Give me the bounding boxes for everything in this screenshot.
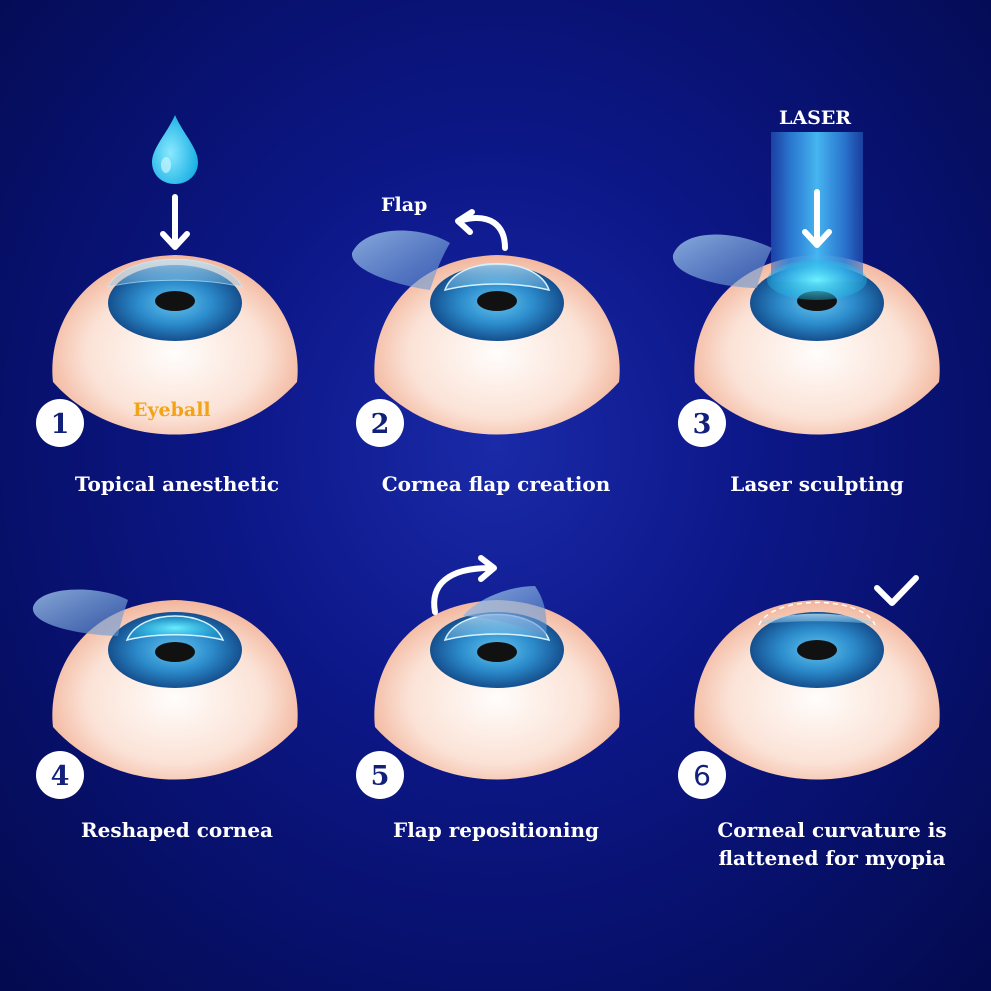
eye-step-1 bbox=[52, 255, 298, 435]
step-badge-4: 4 bbox=[36, 751, 84, 799]
down-arrow-icon bbox=[802, 189, 832, 248]
step-badge-5: 5 bbox=[356, 751, 404, 799]
cornea-flap bbox=[463, 586, 547, 636]
curved-arrow-forward-icon bbox=[431, 555, 497, 615]
step-caption-6: Corneal curvature is flattened for myopi… bbox=[682, 816, 982, 872]
step-caption-2: Cornea flap creation bbox=[381, 472, 611, 496]
curved-arrow-back-icon bbox=[455, 209, 508, 251]
pupil bbox=[797, 640, 837, 660]
step-badge-2: 2 bbox=[356, 399, 404, 447]
step-badge-3: 3 bbox=[678, 399, 726, 447]
flattened-cornea bbox=[757, 613, 877, 625]
pupil bbox=[477, 291, 517, 311]
cornea-lens bbox=[443, 263, 551, 292]
step-caption-6-line-2: flattened for myopia bbox=[718, 846, 946, 870]
original-curvature-dashed bbox=[758, 601, 876, 626]
pupil bbox=[477, 642, 517, 662]
laser-label: LASER bbox=[779, 107, 852, 129]
eye-step-4 bbox=[52, 600, 298, 780]
step-number: 1 bbox=[51, 409, 70, 440]
laser-glow bbox=[767, 260, 867, 300]
flap-label: Flap bbox=[381, 194, 428, 216]
step-number: 5 bbox=[371, 761, 390, 792]
step-caption-5: Flap repositioning bbox=[393, 818, 599, 842]
step-caption-6-line-1: Corneal curvature is bbox=[717, 818, 947, 842]
cornea-flap bbox=[32, 589, 128, 636]
cornea-flap bbox=[351, 230, 450, 290]
reshaped-cornea bbox=[125, 615, 225, 642]
pupil bbox=[155, 642, 195, 662]
eye-step-6 bbox=[694, 600, 940, 780]
eyeball-label: Eyeball bbox=[133, 399, 211, 421]
step-badge-6: 6 bbox=[678, 751, 726, 799]
step-caption-4: Reshaped cornea bbox=[80, 818, 274, 842]
step-number: 2 bbox=[371, 409, 390, 440]
eye-step-2 bbox=[374, 255, 620, 435]
step-number: 6 bbox=[693, 759, 711, 792]
step-caption-1: Topical anesthetic bbox=[74, 472, 280, 496]
step-number: 3 bbox=[693, 409, 712, 440]
down-arrow-icon bbox=[160, 194, 190, 250]
cornea-flap bbox=[672, 234, 772, 288]
step-badge-1: 1 bbox=[36, 399, 84, 447]
step-number: 4 bbox=[51, 761, 70, 792]
drop-icon bbox=[152, 115, 198, 184]
cornea-lens bbox=[107, 258, 243, 288]
drop-highlight bbox=[161, 157, 171, 173]
pupil bbox=[155, 291, 195, 311]
eye-step-5 bbox=[374, 600, 620, 780]
checkmark-icon bbox=[874, 575, 919, 606]
step-caption-3: Laser sculpting bbox=[730, 472, 904, 496]
